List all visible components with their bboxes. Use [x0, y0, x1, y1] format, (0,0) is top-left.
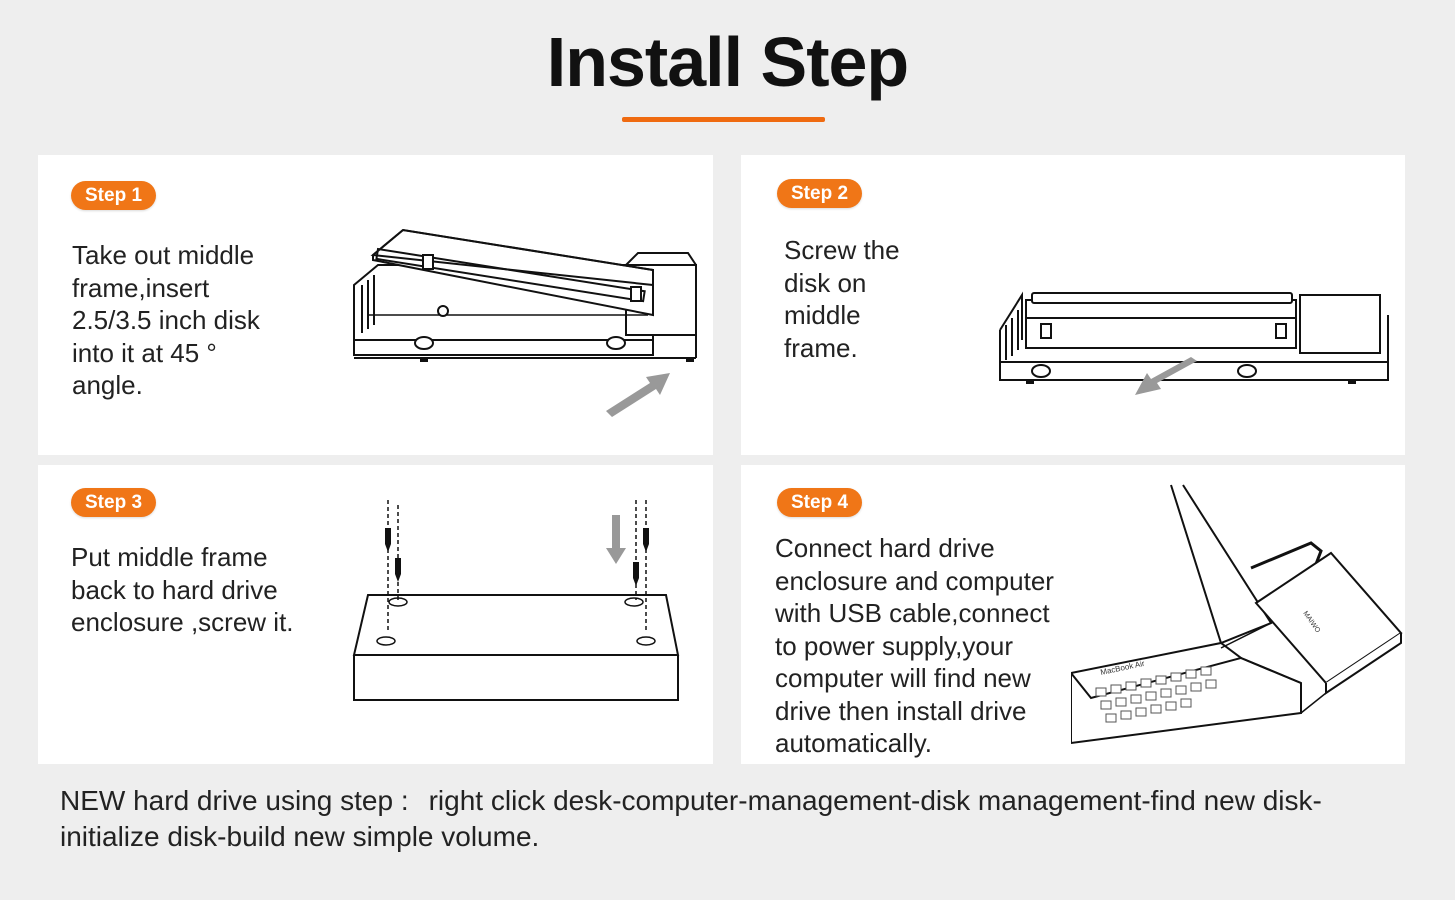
step-4-description: Connect hard drive enclosure and compute…: [775, 533, 1054, 758]
step-1-description: Take out middle frame,insert 2.5/3.5 inc…: [72, 240, 260, 400]
insert-direction-arrow-icon: [606, 373, 670, 417]
footer-label: NEW hard drive using step :: [60, 785, 409, 816]
step-3-description: Put middle frame back to hard drive encl…: [71, 542, 294, 637]
screw-direction-arrow-icon: [1135, 357, 1197, 395]
step-3-panel: Step 3 Put middle frame back to hard dri…: [38, 465, 713, 764]
step-3-badge: Step 3: [71, 488, 157, 517]
step-2-badge: Step 2: [777, 179, 863, 208]
footer-text: right click desk-computer-management-dis…: [60, 785, 1322, 852]
step-4-panel: Step 4 Connect hard drive enclosure and …: [741, 465, 1405, 764]
disk-insert-illustration: [353, 228, 697, 362]
step-2-description: Screw the disk on middle frame.: [784, 235, 900, 363]
step-1-badge: Step 1: [71, 181, 157, 210]
step-2-panel: Step 2 Screw the disk on middle frame.: [741, 155, 1405, 455]
laptop-connection-illustration: MacBook Air MAIWO: [1071, 484, 1403, 745]
enclosure-screw-illustration: [352, 500, 680, 701]
footer-instructions: NEW hard drive using step :right click d…: [60, 783, 1420, 855]
title-underline: [622, 117, 825, 122]
step-1-panel: Step 1 Take out middle frame,insert 2.5/…: [38, 155, 713, 455]
page-title: Install Step: [546, 23, 909, 101]
step-4-badge: Step 4: [777, 488, 863, 517]
